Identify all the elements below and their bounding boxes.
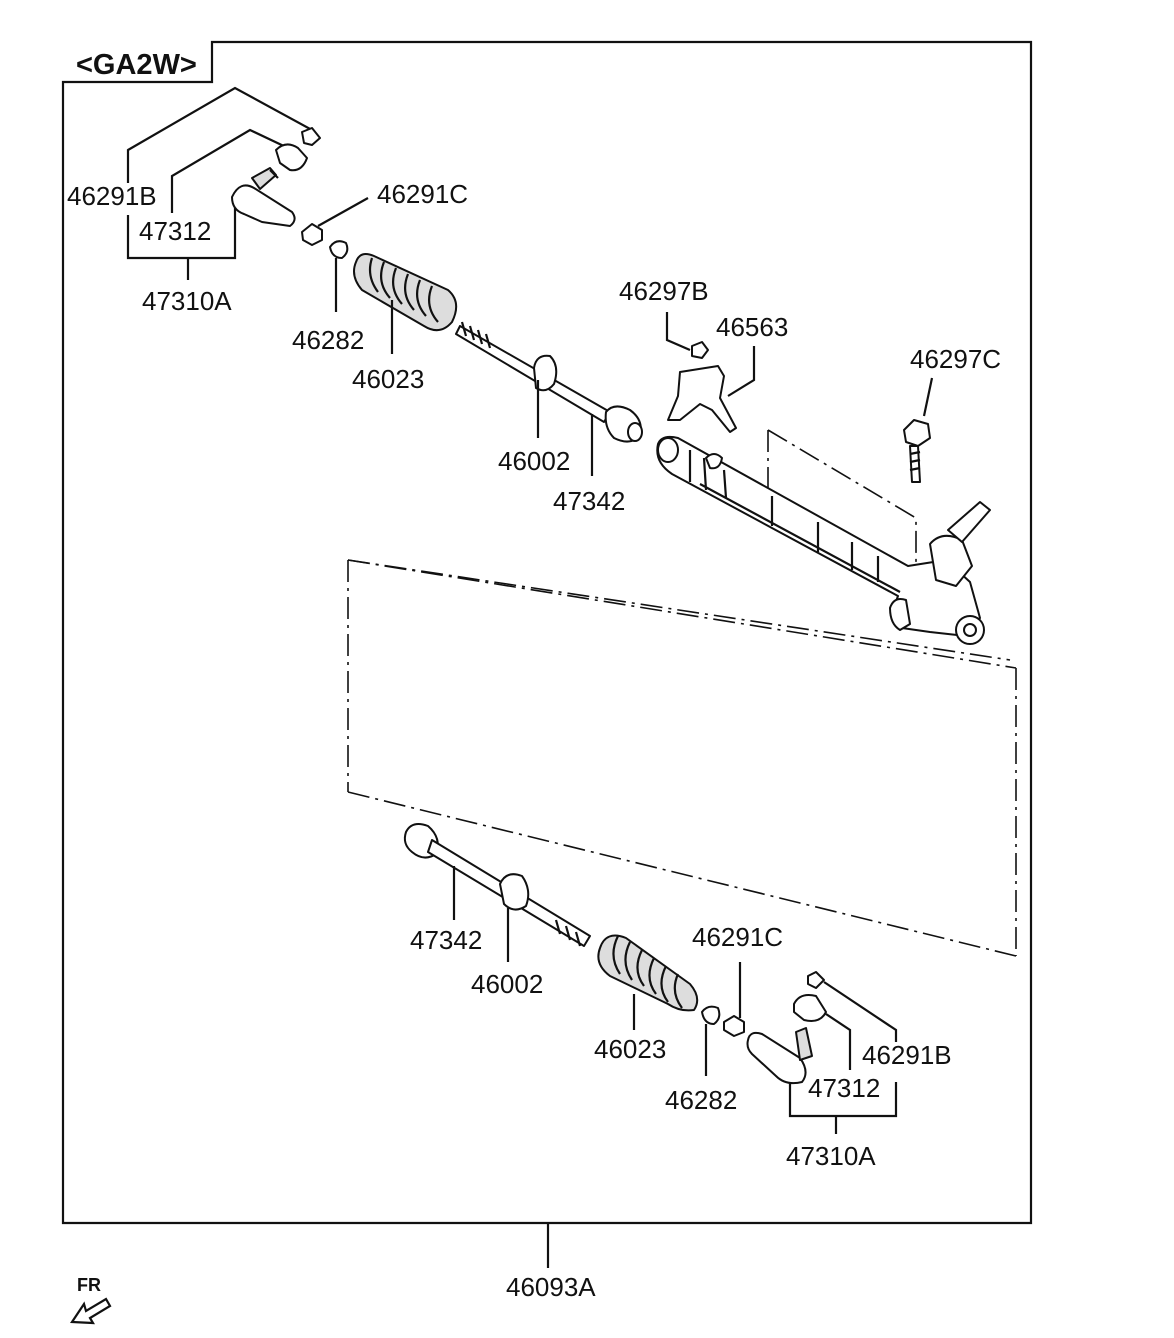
label-lower-46291C: 46291C xyxy=(692,922,783,952)
lower-rack-boot-bellows xyxy=(597,934,699,1012)
label-upper-46291B: 46291B xyxy=(67,181,157,211)
label-upper-46297B: 46297B xyxy=(619,276,709,306)
upper-inner-tie-rod xyxy=(455,321,643,443)
upper-castle-nut-cap xyxy=(301,127,321,146)
label-lower-47312: 47312 xyxy=(808,1073,880,1103)
upper-gear-mount-bolt xyxy=(903,419,931,483)
label-lower-46282: 46282 xyxy=(665,1085,737,1115)
label-upper-46023: 46023 xyxy=(352,364,424,394)
upper-dust-boot xyxy=(275,143,308,172)
label-upper-46563: 46563 xyxy=(716,312,788,342)
label-lower-46023: 46023 xyxy=(594,1034,666,1064)
lower-dust-boot xyxy=(793,994,827,1022)
upper-boot-clip xyxy=(329,240,349,259)
label-lower-46291B: 46291B xyxy=(862,1040,952,1070)
variant-header: <GA2W> xyxy=(76,49,197,81)
lower-castle-nut-cap xyxy=(807,971,825,989)
label-upper-47310A: 47310A xyxy=(142,286,232,316)
lower-tie-rod-end xyxy=(746,1027,813,1085)
label-upper-46002: 46002 xyxy=(498,446,570,476)
label-upper-46297C: 46297C xyxy=(910,344,1001,374)
upper-rack-boot-bellows xyxy=(353,253,458,332)
upper-bracket-bolt xyxy=(691,341,709,359)
lower-boot-clip xyxy=(701,1005,721,1025)
label-upper-46282: 46282 xyxy=(292,325,364,355)
svg-text:FR: FR xyxy=(77,1275,101,1295)
label-upper-47342: 47342 xyxy=(553,486,625,516)
label-lower-47310A: 47310A xyxy=(786,1141,876,1171)
label-upper-47312: 47312 xyxy=(139,216,211,246)
steering-gear-rack-housing xyxy=(656,435,991,645)
front-direction-arrow-icon: FR xyxy=(70,1275,112,1325)
upper-tie-rod-end xyxy=(231,167,296,227)
label-lower-46002: 46002 xyxy=(471,969,543,999)
label-upper-46291C: 46291C xyxy=(377,179,468,209)
lower-lock-nut xyxy=(723,1015,745,1037)
upper-lock-nut xyxy=(301,223,323,246)
upper-boot-band xyxy=(533,354,558,392)
upper-mounting-bracket xyxy=(667,365,737,433)
assembly-frame xyxy=(61,40,1033,1225)
lower-boot-band xyxy=(499,873,530,911)
lower-group-phantom-outline xyxy=(347,559,1017,957)
label-46093A: 46093A xyxy=(506,1272,596,1302)
label-lower-47342: 47342 xyxy=(410,925,482,955)
